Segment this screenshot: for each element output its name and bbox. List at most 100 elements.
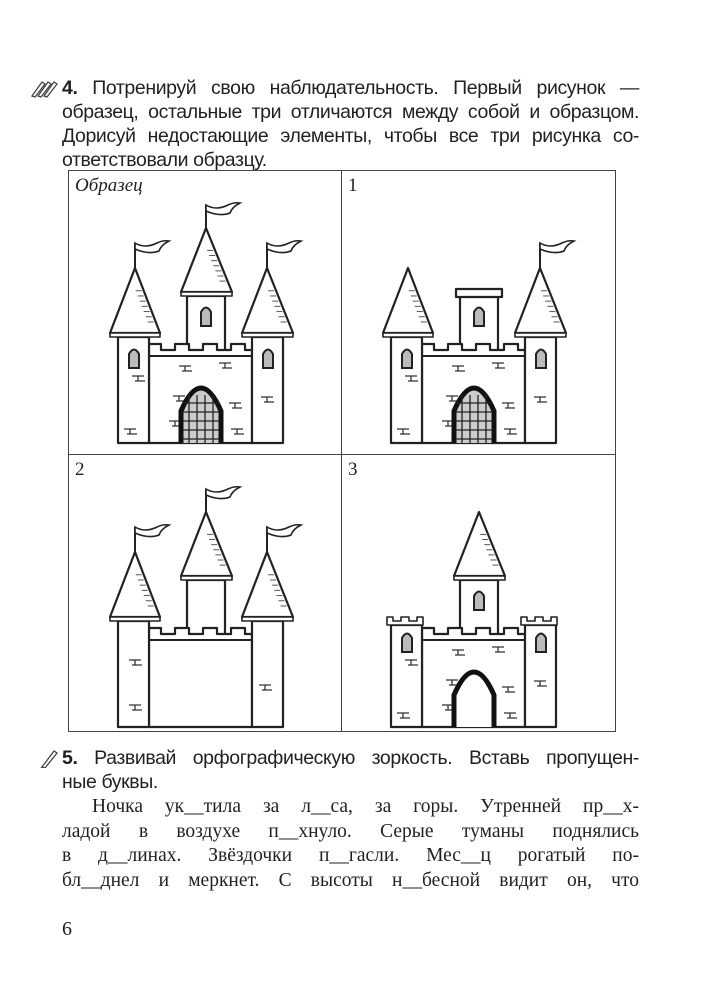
tower-roof [452,510,507,578]
tower-roof [108,550,162,619]
brick [229,402,242,409]
brick [492,646,505,653]
right-tower-parapet [520,616,558,626]
task-text-line: Развивай орфографическую зоркость. Встав… [94,747,639,769]
exercise-line: бл__днел и меркнет. С высоты н__бесной в… [62,869,639,891]
window [401,348,413,369]
flag [205,485,243,500]
task-text-line: Дорисуй недостающие элементы, чтобы все … [62,125,639,147]
cell-1[interactable]: 1 [342,171,614,451]
roof-band [382,332,434,338]
left-tower-parapet [386,616,424,626]
window [128,348,140,369]
flag [205,201,243,216]
castle-drawing [108,201,304,445]
brick [219,362,232,369]
brick [259,684,272,691]
flag [266,523,304,538]
roof-band [109,616,161,622]
castle-drawing [108,485,304,729]
castle-drawing [381,239,577,445]
window [262,348,274,369]
page-number: 6 [62,918,72,940]
brick [534,680,547,687]
roof-band [180,575,233,581]
tower-roof [179,510,234,578]
cell-label: 3 [348,459,358,480]
brick [502,686,515,693]
exercise-text: Ночка ук__тила за л__са, за горы. Утренн… [62,795,639,893]
flag [266,239,304,254]
task-5-heading: 5. Развивай орфографическую зоркость. Вс… [40,746,639,794]
brick [132,375,145,382]
right-tower [250,619,285,729]
pencil-icon [40,750,58,768]
castle-grid: Образец 1 2 3 [68,170,616,732]
window [401,632,413,653]
tower-roof [513,266,568,335]
task-4-heading: 4. Потренируй свою наблюдательность. Пер… [30,76,639,172]
tower-roof [240,266,295,335]
tower-roof [108,266,162,335]
cell-label: 1 [348,175,358,196]
grid-divider [69,454,615,455]
left-tower [116,619,151,729]
brick [397,428,410,435]
task-text-line: Потренируй свою наблюдательность. Первый… [92,77,639,99]
roof-band [453,575,506,581]
gate [451,385,497,443]
brick [405,375,418,382]
brick [452,365,465,372]
exercise-line: в д__линах. Звёздочки п__гасли. Мес__ц р… [62,845,639,866]
grid-divider [341,171,342,731]
cell-3[interactable]: 3 [342,455,614,735]
roof-band [180,291,233,297]
task-text-line: ответствовали образцу. [62,149,267,171]
brick [502,402,515,409]
tower-roof [381,266,435,335]
flag [539,239,577,254]
exercise-line: ладой в воздухе п__хнуло. Серые туманы п… [62,820,639,842]
brick [231,428,244,435]
brick [397,712,410,719]
gate [451,669,497,727]
main-wall [147,626,254,729]
brick [124,428,137,435]
roof-band [241,616,294,622]
flag [134,239,172,254]
task-number: 4. [62,77,78,99]
brick [452,649,465,656]
brick [179,365,192,372]
tower-roof [240,550,295,619]
task-text-line: образец, остальные три отличаются между … [62,101,639,123]
cell-label: Образец [75,175,143,196]
tower-parapet [454,287,504,299]
task-number: 5. [62,747,78,769]
brick [129,659,142,666]
castle-drawing [386,510,558,729]
brick [261,396,274,403]
gate [178,385,224,443]
brick [492,362,505,369]
flag [134,523,172,538]
cell-2[interactable]: 2 [69,455,341,735]
brick [534,396,547,403]
brick [129,704,142,711]
window [535,632,547,653]
window [200,306,212,327]
brick [504,428,517,435]
window [535,348,547,369]
roof-band [109,332,161,338]
cell-sample[interactable]: Образец [69,171,341,451]
task-text-line: ные буквы. [62,771,158,793]
brick [405,659,418,666]
roof-band [514,332,567,338]
window [473,306,485,327]
exercise-line: Ночка ук__тила за л__са, за горы. Утренн… [92,796,639,817]
brick [504,712,517,719]
cell-label: 2 [75,459,85,480]
tower-roof [179,226,234,294]
pencils-icon [30,81,58,98]
window [473,590,485,611]
roof-band [241,332,294,338]
